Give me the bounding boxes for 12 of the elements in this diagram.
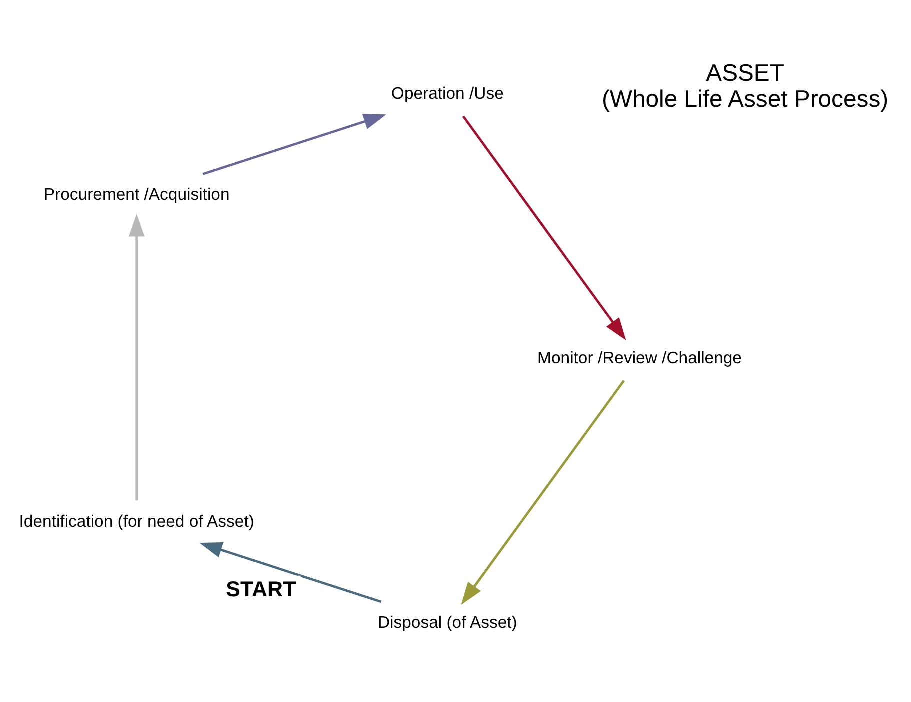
arrow [202, 114, 386, 176]
arrow [199, 542, 382, 604]
arrow [128, 214, 144, 501]
node-text: Procurement /Acquisition [43, 185, 230, 204]
node-text: Identification (for need of Asset) [18, 512, 254, 532]
edge-label: START [226, 578, 296, 602]
arrow [460, 380, 624, 605]
node-text: Disposal (of Asset) [377, 613, 517, 632]
node-text: Operation /Use [390, 84, 504, 104]
arrow [462, 116, 626, 341]
node-text: ASSET (Whole Life Asset Process) [601, 60, 888, 114]
node-text: Monitor /Review /Challenge [537, 348, 742, 368]
